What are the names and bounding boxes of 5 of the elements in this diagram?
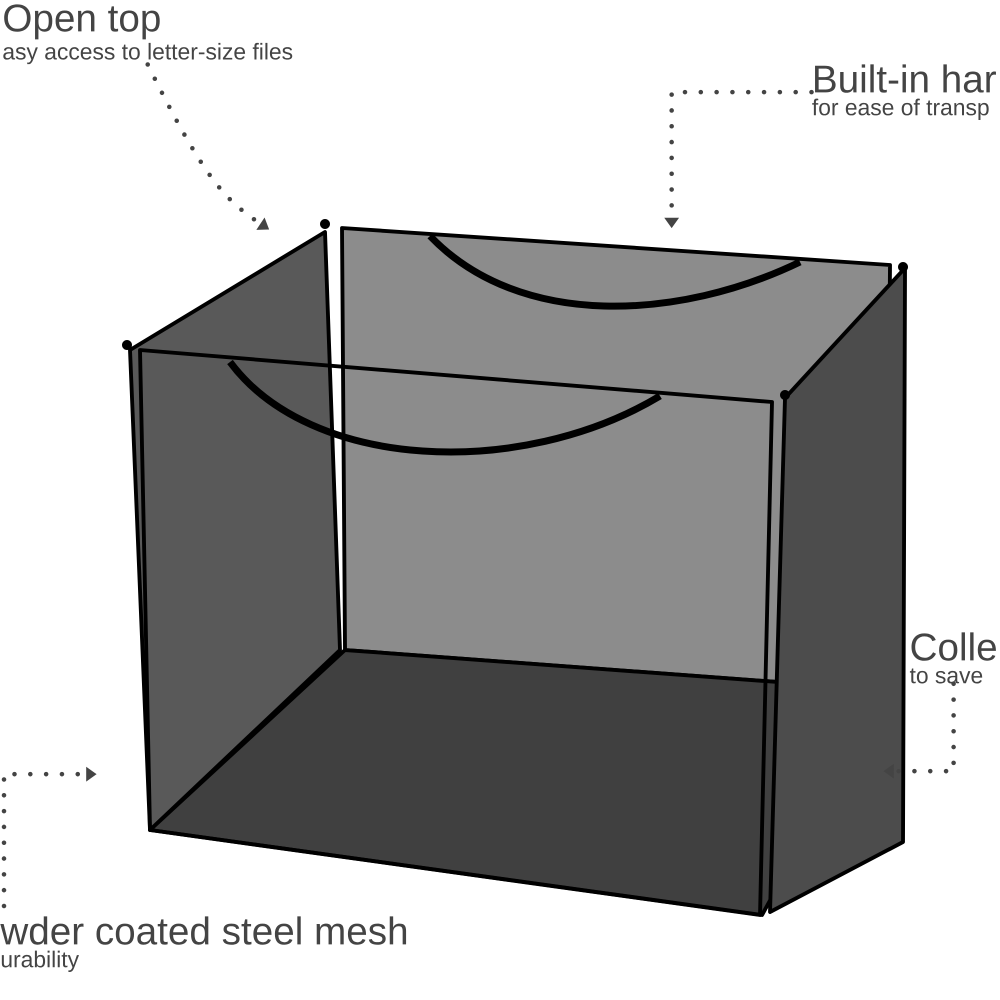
callout-text: Colle to save: [910, 632, 996, 684]
basket-drawing: [122, 219, 908, 917]
callout-text: Open top asy access to letter-size files: [3, 4, 292, 64]
callout-text: Built-in har for ease of transp: [812, 64, 996, 120]
callout-text: wder coated steel mesh urability: [0, 916, 406, 972]
